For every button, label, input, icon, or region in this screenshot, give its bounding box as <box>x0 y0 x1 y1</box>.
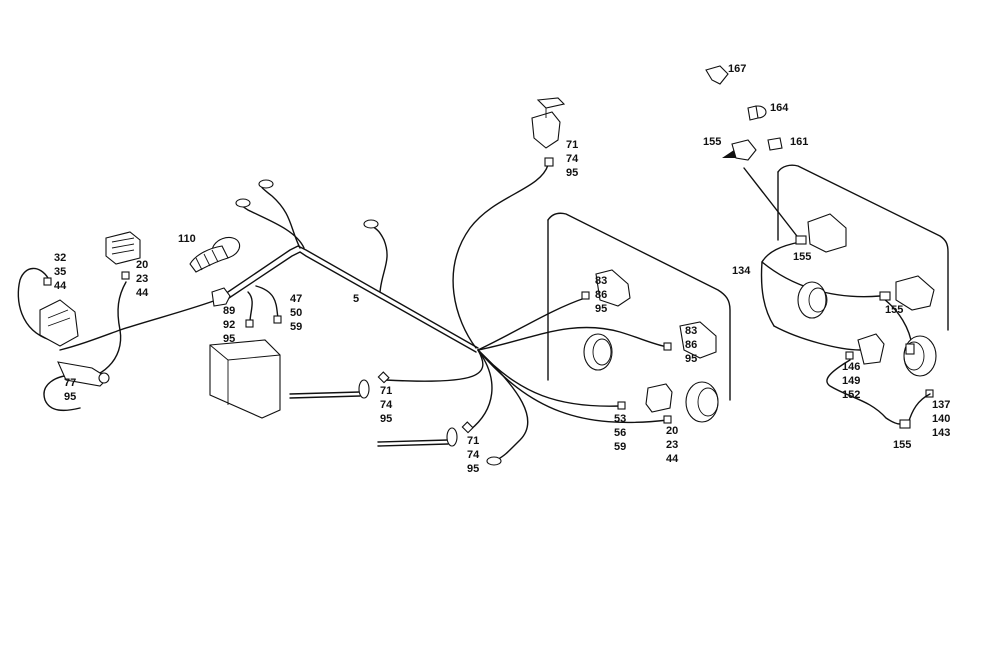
battery-icon <box>209 339 281 419</box>
callout-20-23-44-low: 20 23 44 <box>666 424 678 466</box>
callout-line: 35 <box>54 266 67 278</box>
callout-line: 140 <box>932 413 951 425</box>
callout-line: 95 <box>467 463 480 475</box>
callout-line: 95 <box>685 353 698 365</box>
callout-146-149-152: 146 149 152 <box>842 360 860 402</box>
callout-71-74-95-low: 71 74 95 <box>467 434 479 476</box>
callout-110: 110 <box>178 232 196 246</box>
callout-line: 167 <box>728 63 747 75</box>
callout-line: 146 <box>842 361 861 373</box>
rear-panel-outline <box>777 164 949 331</box>
switch-icon <box>531 97 566 149</box>
main-harness <box>17 164 669 461</box>
callout-line: 5 <box>353 293 360 305</box>
bulb-icon <box>705 65 783 161</box>
callout-line: 155 <box>793 251 812 263</box>
callout-line: 152 <box>842 389 861 401</box>
connector-icon <box>43 157 934 434</box>
callout-line: 44 <box>136 287 149 299</box>
callout-line: 86 <box>685 339 698 351</box>
callout-line: 95 <box>223 333 236 345</box>
callout-line: 20 <box>666 425 679 437</box>
callout-line: 74 <box>380 399 393 411</box>
callout-155-a: 155 <box>793 250 811 264</box>
callout-line: 71 <box>566 139 579 151</box>
callout-71-74-95-top: 71 74 95 <box>566 138 578 180</box>
callout-155-b: 155 <box>885 303 903 317</box>
callout-line: 74 <box>566 153 579 165</box>
callout-line: 143 <box>932 427 951 439</box>
callout-line: 155 <box>893 439 912 451</box>
callout-line: 95 <box>595 303 608 315</box>
callout-line: 161 <box>790 136 809 148</box>
callout-137-140-143: 137 140 143 <box>932 398 950 440</box>
callout-line: 95 <box>64 391 77 403</box>
battery-cables <box>289 379 458 447</box>
callout-line: 110 <box>178 233 196 245</box>
callout-line: 89 <box>223 305 236 317</box>
callout-71-74-95-mid: 71 74 95 <box>380 384 392 426</box>
callout-134: 134 <box>732 264 750 278</box>
callout-line: 71 <box>467 435 480 447</box>
callout-line: 92 <box>223 319 236 331</box>
callout-line: 74 <box>467 449 480 461</box>
callout-line: 47 <box>290 293 303 305</box>
callout-line: 59 <box>614 441 627 453</box>
lamp-icon <box>583 269 719 423</box>
callout-89-92-95: 89 92 95 <box>223 304 235 346</box>
callout-line: 56 <box>614 427 627 439</box>
callout-line: 149 <box>842 375 861 387</box>
callout-53-56-59: 53 56 59 <box>614 412 626 454</box>
callout-line: 95 <box>566 167 579 179</box>
callout-line: 71 <box>380 385 393 397</box>
callout-line: 23 <box>666 439 679 451</box>
callout-47-50-59: 47 50 59 <box>290 292 302 334</box>
callout-77-95: 77 95 <box>64 376 76 404</box>
callout-line: 59 <box>290 321 303 333</box>
callout-line: 155 <box>885 304 904 316</box>
callout-161: 161 <box>790 135 808 149</box>
relay-socket-icon <box>105 231 141 265</box>
connector-icon <box>211 287 231 307</box>
callout-line: 50 <box>290 307 303 319</box>
callout-line: 32 <box>54 252 67 264</box>
callout-line: 137 <box>932 399 951 411</box>
callout-line: 53 <box>614 413 627 425</box>
callout-83-86-95-b: 83 86 95 <box>685 324 697 366</box>
callout-5: 5 <box>353 292 359 306</box>
callout-line: 95 <box>380 413 393 425</box>
callout-line: 23 <box>136 273 149 285</box>
callout-164: 164 <box>770 101 788 115</box>
callout-155-c: 155 <box>893 438 911 452</box>
lamp-icon <box>743 167 937 429</box>
ring-terminal-icon <box>235 179 502 466</box>
callout-line: 83 <box>595 275 608 287</box>
callout-167: 167 <box>728 62 746 76</box>
callout-line: 44 <box>666 453 679 465</box>
callout-32-35-44: 32 35 44 <box>54 251 66 293</box>
switch-icon <box>39 299 110 387</box>
callout-83-86-95-a: 83 86 95 <box>595 274 607 316</box>
callout-155-top: 155 <box>703 135 721 149</box>
callout-line: 155 <box>703 136 722 148</box>
callout-line: 134 <box>732 265 751 277</box>
callout-line: 83 <box>685 325 698 337</box>
callout-20-23-44-top: 20 23 44 <box>136 258 148 300</box>
grommet-icon <box>189 236 241 273</box>
callout-line: 77 <box>64 377 77 389</box>
instrument-panel-outline <box>547 212 731 401</box>
callout-line: 164 <box>770 102 789 114</box>
callout-line: 86 <box>595 289 608 301</box>
callout-line: 20 <box>136 259 149 271</box>
callout-line: 44 <box>54 280 67 292</box>
